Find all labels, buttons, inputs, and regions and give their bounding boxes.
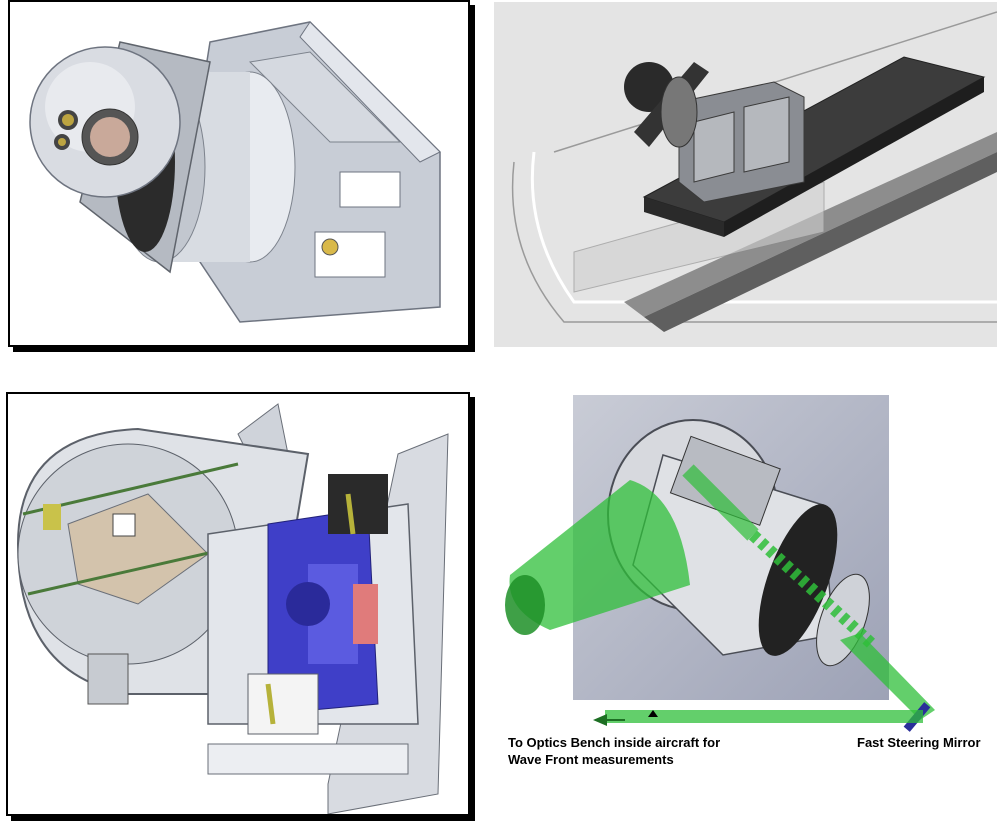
beam-to-optics-bench <box>605 710 923 723</box>
beam-to-mirror <box>840 633 935 720</box>
fast-steering-mirror-label: Fast Steering Mirror <box>857 735 981 750</box>
cutaway-section-drawing <box>16 403 449 814</box>
optics-bench-label: To Optics Bench inside aircraft for Wave… <box>508 734 788 768</box>
laser-beam-overlay <box>505 480 935 732</box>
beam-path-panel <box>573 395 889 700</box>
beam-cone-aperture <box>505 575 545 635</box>
cutaway-section-panel <box>6 392 470 816</box>
optics-bench-label-line2: Wave Front measurements <box>508 752 674 767</box>
optics-bench-label-line1: To Optics Bench inside aircraft for <box>508 735 721 750</box>
turret-assembly-panel <box>8 0 470 347</box>
beam-cone <box>509 480 690 630</box>
aircraft-installation-panel <box>494 2 997 347</box>
beam-marker <box>648 710 658 717</box>
aircraft-installation-drawing <box>494 2 997 347</box>
turret-assembly-drawing <box>29 21 441 323</box>
output-arrow-head <box>593 714 607 726</box>
beam-path-drawing <box>607 419 878 667</box>
